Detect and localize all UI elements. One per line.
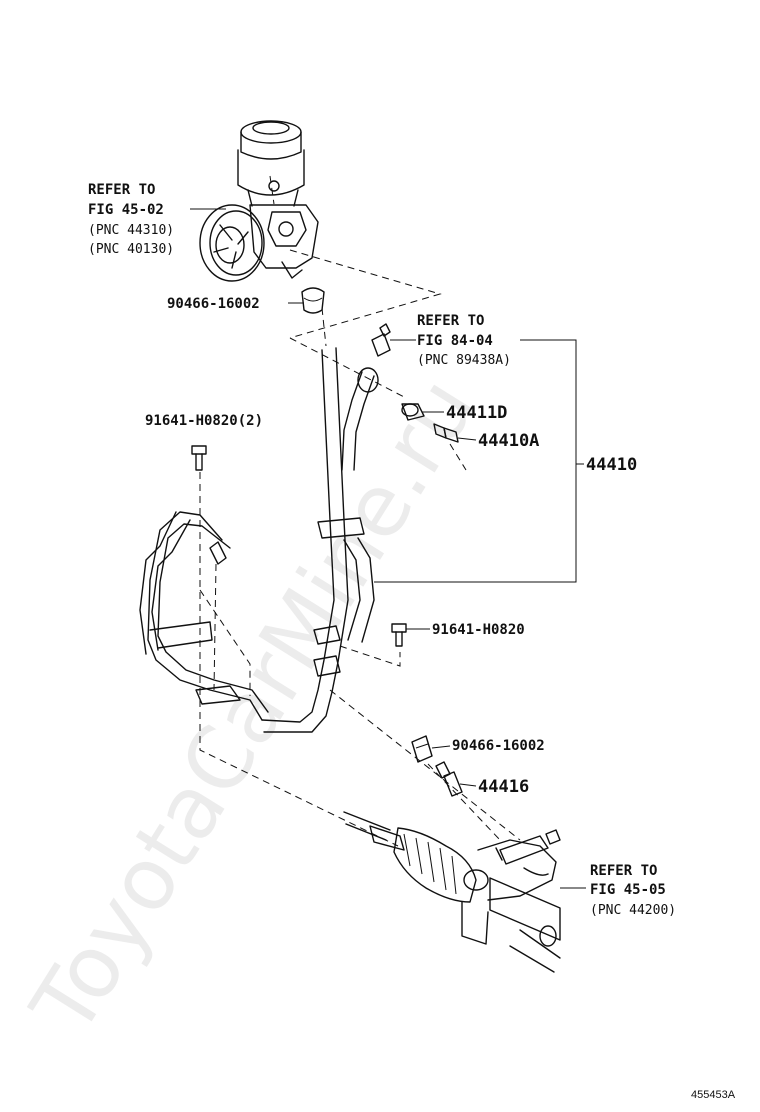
hose-clamp-top[interactable] (301, 287, 325, 314)
ref-gear-line1: REFER TO (590, 863, 657, 879)
part-label-44410[interactable]: 44410 (586, 455, 637, 475)
bolt-91641-h0820[interactable] (391, 623, 407, 647)
ref-pump-pnc1: (PNC 44310) (88, 223, 174, 238)
part-label-44411d[interactable]: 44411D (446, 403, 507, 423)
hose-clamp-bottom[interactable] (411, 735, 433, 763)
part-label-44410a[interactable]: 44410A (478, 431, 539, 451)
ref-gear-pnc: (PNC 44200) (590, 903, 676, 918)
part-label-44416[interactable]: 44416 (478, 777, 529, 797)
pressure-hose-assembly[interactable] (139, 347, 379, 733)
union-44416[interactable] (435, 761, 463, 797)
part-label-clamp-bottom[interactable]: 90466-16002 (452, 738, 545, 754)
leader-lines (190, 208, 586, 889)
part-label-bolt-2[interactable]: 91641-H0820(2) (145, 413, 263, 429)
pressure-switch[interactable] (371, 323, 391, 357)
ref-pump-line2[interactable]: FIG 45-02 (88, 202, 164, 218)
figure-id: 455453A (691, 1089, 736, 1101)
part-label-clamp-top[interactable]: 90466-16002 (167, 296, 260, 312)
gasket-44411d[interactable] (401, 403, 425, 421)
ref-pump-line1: REFER TO (88, 182, 155, 198)
assembly-lines (199, 175, 521, 847)
power-steering-pump[interactable] (199, 120, 319, 282)
steering-gear-assembly[interactable] (343, 811, 561, 973)
ref-pump-pnc2: (PNC 40130) (88, 242, 174, 257)
ref-switch-line1: REFER TO (417, 313, 484, 329)
part-label-bolt[interactable]: 91641-H0820 (432, 622, 525, 638)
union-bolt-44410a[interactable] (433, 423, 459, 443)
ref-gear-line2[interactable]: FIG 45-05 (590, 882, 666, 898)
ref-switch-line2[interactable]: FIG 84-04 (417, 333, 493, 349)
bolt-91641-h0820-2[interactable] (191, 445, 207, 471)
ref-switch-pnc: (PNC 89438A) (417, 353, 511, 368)
